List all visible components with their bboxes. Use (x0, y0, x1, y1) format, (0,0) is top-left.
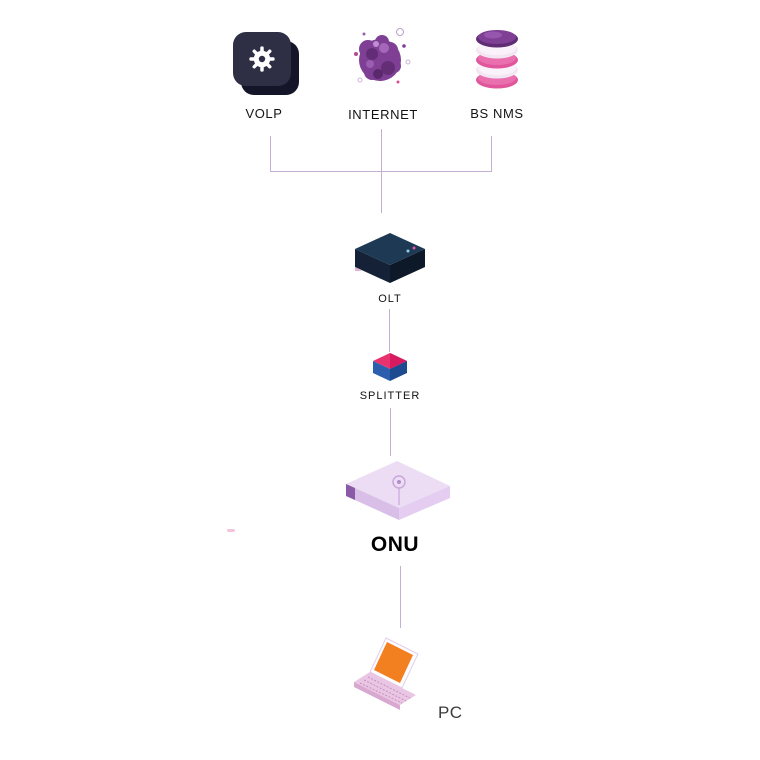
edge-onu-pc (400, 566, 401, 628)
pc-node (352, 636, 442, 720)
edge-bus (270, 171, 492, 172)
edge-splitter-onu (390, 408, 391, 456)
bs-nms-label: BS NMS (470, 106, 524, 121)
splitter-label: SPLITTER (359, 390, 421, 402)
gear-icon (249, 46, 275, 72)
decorative-mark (227, 529, 235, 532)
onu-label: ONU (370, 533, 420, 556)
edge-volp-bus (270, 136, 271, 171)
database-stack-icon (476, 30, 518, 89)
splitter-node (371, 351, 409, 388)
edge-olt-splitter (389, 309, 390, 352)
volp-node (233, 32, 299, 96)
edge-bsnms-bus (491, 136, 492, 171)
splitter-device-icon (373, 353, 407, 381)
pc-label: PC (438, 703, 463, 722)
onu-device-icon (346, 461, 450, 520)
bs-nms-node (473, 26, 521, 90)
internet-label: INTERNET (348, 107, 418, 122)
onu-node (343, 458, 453, 534)
olt-label: OLT (378, 293, 402, 305)
internet-node (350, 24, 412, 90)
volp-label: VOLP (245, 106, 283, 121)
network-globe-icon (354, 28, 411, 84)
olt-node (352, 230, 428, 288)
gear-box (233, 32, 291, 86)
olt-device-icon (355, 233, 425, 283)
laptop-icon (354, 637, 419, 710)
